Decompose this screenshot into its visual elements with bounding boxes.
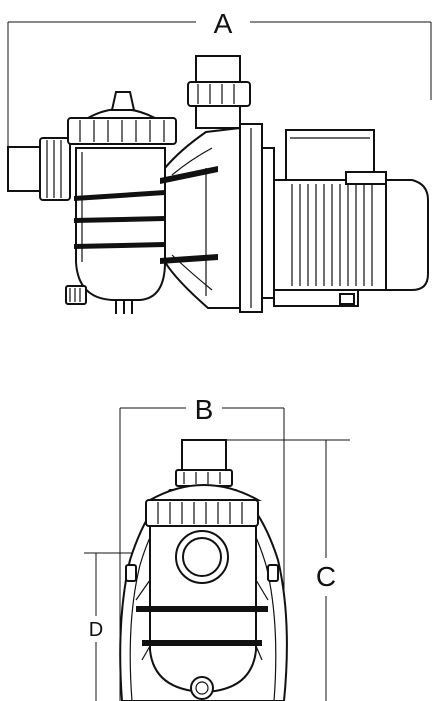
motor-flange xyxy=(239,123,275,313)
drain-plug xyxy=(65,285,133,314)
dimension-a-label: A xyxy=(214,8,233,39)
strainer-lid xyxy=(67,91,177,145)
front-lid xyxy=(145,484,262,527)
dimension-c-label: C xyxy=(316,561,336,592)
inlet-connection xyxy=(7,137,71,201)
front-view: B C D xyxy=(84,394,350,701)
strainer-housing xyxy=(74,147,166,301)
dimension-c: C xyxy=(226,439,350,701)
motor xyxy=(273,129,429,307)
dimension-d-label: D xyxy=(89,619,103,641)
pump-body xyxy=(160,126,241,309)
front-strainer xyxy=(125,525,279,700)
side-view: A xyxy=(7,8,432,314)
discharge-connection xyxy=(187,55,251,129)
dimension-a: A xyxy=(7,8,432,150)
front-discharge xyxy=(175,439,233,487)
dimension-b-label: B xyxy=(195,394,214,425)
